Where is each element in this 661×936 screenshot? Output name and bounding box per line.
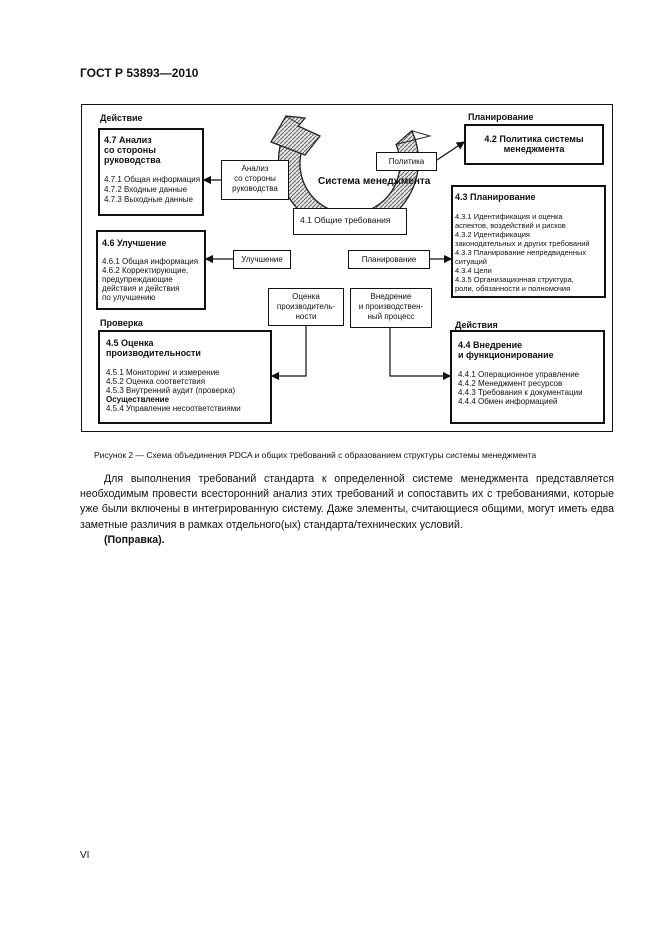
box-47-item: 4.7.2 Входные данные	[104, 185, 188, 194]
box-44-item: 4.4.2 Менеджмент ресурсов	[458, 379, 563, 388]
line-policy-to-42	[436, 141, 465, 161]
box-47-title-l2: со стороны	[104, 145, 156, 155]
line-eval-to-45	[270, 326, 307, 381]
label-planning: Планирование	[468, 112, 534, 122]
box-42-title-l1: 4.2 Политика системы	[484, 134, 584, 144]
connector-improvement: Улучшение	[233, 250, 291, 269]
connector-policy-text: Политика	[388, 157, 425, 166]
box-44-title-l2: и функционирование	[458, 350, 554, 360]
box-42-title-l2: менеджмента	[503, 144, 565, 154]
box-45-title-l2: производительности	[106, 348, 201, 358]
connector-review-l1: Анализ	[241, 164, 269, 173]
line-impl-to-44	[389, 328, 452, 381]
box-44-item: 4.4.1 Операционное управление	[458, 370, 580, 379]
connector-eval-l3: ности	[295, 312, 317, 321]
figure-frame	[81, 104, 613, 432]
connector-improvement-text: Улучшение	[241, 255, 283, 264]
figure-caption: Рисунок 2 — Схема объединения PDCA и общ…	[94, 450, 537, 460]
box-45-evaluation: 4.5 Оценка производительности 4.5.1 Мони…	[98, 330, 272, 424]
connector-impl-l2: и производствен-	[358, 302, 424, 311]
box-44-title-l1: 4.4 Внедрение	[458, 340, 523, 350]
box-41-general-requirements: 4.1 Общие требования	[293, 208, 407, 235]
box-44-implementation: 4.4 Внедрение и функционирование 4.4.1 О…	[450, 330, 605, 424]
box-46-improvement: 4.6 Улучшение 4.6.1 Общая информация 4.6…	[96, 230, 206, 310]
box-47-item: 4.7.1 Общая информация	[104, 175, 201, 184]
box-47-title-l3: руководства	[104, 155, 161, 165]
body-paragraph: Для выполнения требований стандарта к оп…	[80, 473, 614, 531]
document-header: ГОСТ Р 53893—2010	[80, 66, 199, 80]
box-47-item: 4.7.3 Выходные данные	[104, 195, 193, 204]
body-text: Для выполнения требований стандарта к оп…	[80, 472, 614, 548]
box-45-title-l1: 4.5 Оценка	[106, 338, 154, 348]
connector-planning: Планирование	[348, 250, 430, 269]
connector-review: Анализ со стороны руководства	[221, 160, 289, 200]
label-action: Действие	[100, 113, 143, 123]
cycle-arrowhead	[270, 115, 322, 156]
box-46-item: действия и действия	[102, 284, 180, 293]
box-42-policy: 4.2 Политика системы менеджмента	[464, 124, 604, 165]
box-41-text: 4.1 Общие требования	[300, 215, 391, 225]
connector-planning-text: Планирование	[361, 255, 417, 264]
box-46-item: предупреждающие	[102, 275, 173, 284]
label-check: Проверка	[100, 318, 143, 328]
box-43-planning: 4.3 Планирование 4.3.1 Идентификация и о…	[451, 185, 606, 298]
box-43-item: 4.3.3 Планирование непредвиденных	[455, 248, 587, 257]
box-45-item: 4.5.2 Оценка соответствия	[106, 377, 206, 386]
connector-eval-l2: производитель-	[276, 302, 336, 311]
box-43-item: 4.3.4 Цели	[455, 266, 492, 275]
box-44-item: 4.4.4 Обмен информацией	[458, 397, 558, 406]
connector-policy: Политика	[376, 152, 437, 171]
box-43-item: 4.3.2 Идентификация	[455, 230, 530, 239]
box-43-title: 4.3 Планирование	[455, 192, 536, 202]
center-title: Система менеджмента	[318, 176, 431, 187]
box-44-item: 4.4.3 Требования к документации	[458, 388, 583, 397]
connector-implementation: Внедрение и производствен- ный процесс	[350, 288, 432, 328]
label-actions: Действия	[455, 320, 498, 330]
connector-evaluation: Оценка производитель- ности	[268, 288, 344, 326]
connector-impl-l3: ный процесс	[367, 312, 415, 321]
box-43-item: 4.3.5 Организационная структура,	[455, 275, 574, 284]
connector-review-l3: руководства	[232, 184, 278, 193]
page-number: VI	[80, 850, 90, 861]
box-43-item: аспектов, воздействий и рисков	[455, 221, 566, 230]
box-43-item: 4.3.1 Идентификация и оценка	[455, 212, 563, 221]
box-43-item: законодательных и других требований	[455, 239, 590, 248]
box-45-item: 4.5.3 Внутренний аудит (проверка)	[106, 386, 236, 395]
box-46-item: 4.6.1 Общая информация	[102, 257, 199, 266]
box-43-item: роли, обязанности и полномочия	[455, 284, 571, 293]
box-47-management-review: 4.7 Анализ со стороны руководства 4.7.1 …	[98, 128, 204, 216]
box-45-item: 4.5.4 Управление несоответствиями	[106, 404, 241, 413]
connector-eval-l1: Оценка	[292, 292, 320, 301]
box-45-item: 4.5.1 Мониторинг и измерение	[106, 368, 220, 377]
connector-review-l2: со стороны	[234, 174, 276, 183]
box-45-bold-item: Осуществление	[106, 395, 170, 404]
box-46-item: по улучшению	[102, 293, 156, 302]
box-46-item: 4.6.2 Корректирующие,	[102, 266, 189, 275]
box-43-item: ситуаций	[455, 257, 487, 266]
amendment-note: (Поправка).	[104, 533, 165, 546]
connector-impl-l1: Внедрение	[370, 292, 412, 301]
box-47-title-l1: 4.7 Анализ	[104, 135, 152, 145]
box-46-title: 4.6 Улучшение	[102, 238, 167, 248]
